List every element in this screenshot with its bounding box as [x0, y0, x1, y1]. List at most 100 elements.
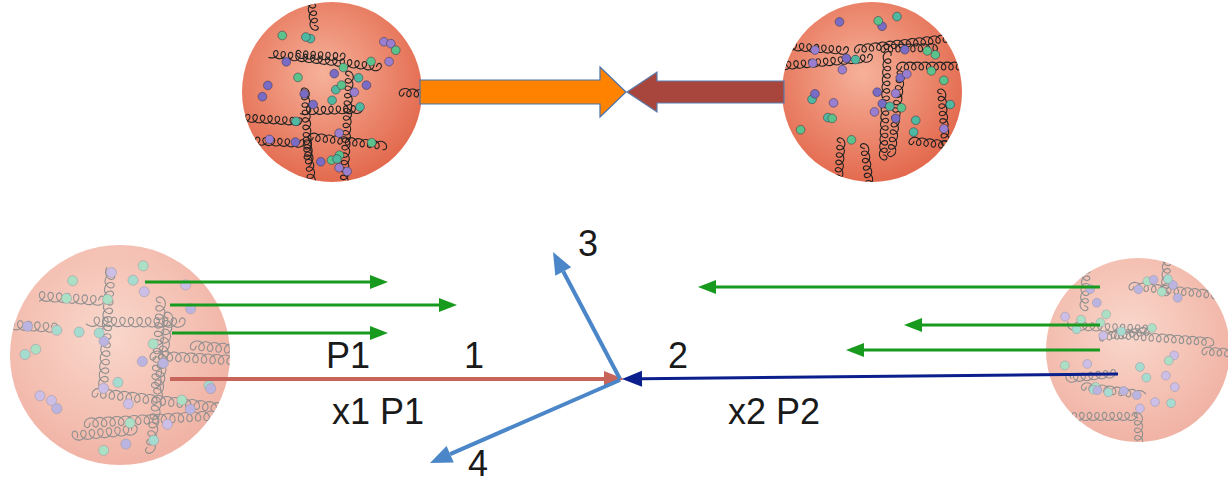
proton: [773, 2, 1017, 244]
quark-dot: [1170, 383, 1179, 392]
quark-dot: [20, 349, 30, 359]
quark-dot: [1161, 371, 1170, 380]
quark-dot: [139, 287, 149, 297]
quark-dot: [162, 419, 172, 429]
quark-dot: [1136, 363, 1145, 372]
callout-label: 3: [578, 226, 598, 262]
quark-dot: [206, 384, 216, 394]
quark-dot: [1167, 399, 1176, 408]
quark-dot: [177, 395, 187, 405]
quark-dot: [828, 114, 837, 123]
quark-dot: [123, 399, 133, 409]
quark-dot: [909, 128, 918, 137]
quark-dot: [31, 344, 41, 354]
quark-dot: [128, 275, 138, 285]
quark-dot: [842, 54, 851, 63]
quark-dot: [309, 100, 318, 109]
quark-dot: [1083, 359, 1092, 368]
quark-dot: [282, 57, 291, 66]
quark-dot: [350, 88, 359, 97]
callout-label: 1: [464, 338, 484, 374]
gluon-coil: [0, 314, 57, 332]
quark-dot: [870, 108, 879, 117]
quark-dot: [1093, 386, 1102, 395]
quark-dot: [900, 45, 909, 54]
gluon-coil: [194, 111, 302, 126]
quark-dot: [885, 102, 894, 111]
quark-dot: [1157, 287, 1166, 296]
quark-dot: [316, 157, 325, 166]
quark-dot: [328, 96, 337, 105]
quark-dot: [333, 155, 342, 164]
quark-dot: [1173, 293, 1182, 302]
quark-dot: [891, 114, 900, 123]
quark-dot: [148, 339, 158, 349]
gluon-coil: [1080, 216, 1093, 311]
gluon-coil: [84, 410, 223, 427]
quark-dot: [278, 31, 287, 40]
quark-dot: [300, 90, 309, 99]
quark-dot: [74, 327, 84, 337]
quark-dot: [98, 383, 108, 393]
quark-dot: [891, 89, 900, 98]
gluon-coil: [1202, 347, 1228, 360]
quark-dot: [847, 136, 856, 145]
quark-dot: [35, 391, 45, 401]
quark-dot: [1061, 312, 1070, 321]
quark-dot: [1099, 331, 1108, 340]
callout-label: P1: [326, 338, 370, 374]
quark-dot: [1163, 275, 1172, 284]
quark-dot: [391, 46, 400, 55]
quark-dot: [1142, 373, 1151, 382]
quark-dot: [927, 67, 936, 76]
gluon-coil: [308, 133, 386, 150]
gluon-coil: [301, 88, 312, 167]
quark-dot: [940, 124, 949, 133]
gluon-coil: [1111, 331, 1213, 346]
quark-dot: [61, 293, 71, 303]
outgoing-arrow: [430, 380, 620, 463]
proton-body: [242, 2, 422, 182]
gluon-coil: [92, 388, 223, 411]
quark-dot: [337, 81, 346, 90]
parton-arrow: [904, 318, 1100, 332]
quark-dot: [335, 163, 344, 172]
quark-dot: [94, 328, 104, 338]
quark-dot: [185, 404, 195, 414]
quark-dot: [356, 103, 365, 112]
parton-arrow: [170, 298, 457, 312]
quark-dot: [1164, 356, 1173, 365]
parton-arrow: [622, 371, 1118, 387]
outgoing-arrow: [553, 252, 620, 379]
quark-dot: [1132, 391, 1141, 400]
quark-dot: [902, 70, 911, 79]
gluon-coil: [1134, 413, 1143, 484]
quark-dot: [354, 73, 363, 82]
quark-dot: [796, 125, 805, 134]
quark-dot: [851, 55, 860, 64]
quark-dot: [835, 18, 844, 27]
proton-body: [782, 2, 962, 182]
quark-dot: [940, 76, 949, 85]
quark-dot: [1104, 388, 1113, 397]
quark-dot: [52, 404, 62, 414]
gluon-coil: [268, 51, 381, 71]
gluon-coil: [302, 0, 319, 30]
callout-label: 4: [468, 446, 488, 482]
quark-dot: [263, 81, 272, 90]
gluon-coil: [897, 62, 983, 70]
gluon-coil: [833, 138, 845, 217]
beam-arrow: [627, 72, 784, 112]
quark-dot: [294, 73, 303, 82]
quark-dot: [125, 418, 135, 428]
quark-dot: [385, 57, 394, 66]
quark-dot: [121, 439, 131, 449]
gluon-coil: [854, 32, 966, 53]
quark-dot: [302, 33, 311, 42]
quark-dot: [1136, 404, 1145, 413]
parton-arrow: [170, 371, 624, 387]
quark-dot: [367, 138, 376, 147]
callout-label: x1 P1: [332, 394, 424, 430]
gluon-coil: [773, 54, 872, 70]
quark-dot: [1151, 398, 1160, 407]
